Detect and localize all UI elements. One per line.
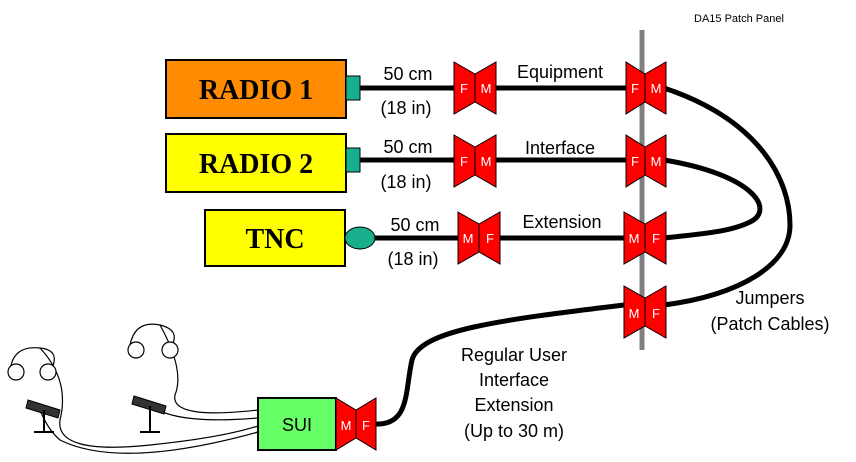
radio1-connector-pair: F M [453, 61, 497, 115]
svg-text:M: M [481, 81, 492, 96]
user-extension-line1: Regular User [461, 345, 567, 365]
jumper-cable-long [663, 85, 793, 308]
tnc-cable-length: 50 cm [390, 215, 439, 235]
svg-text:F: F [486, 231, 494, 246]
right-headset-earpiece-1 [127, 341, 145, 359]
sui-box [257, 397, 337, 451]
tnc-connector-pair: M F [457, 211, 501, 265]
svg-text:F: F [631, 81, 639, 96]
radio1-port [345, 75, 361, 101]
left-headset-earpiece-1 [7, 363, 25, 381]
sui-connector-pair: M F [335, 397, 377, 451]
radio2-port [345, 147, 361, 173]
svg-text:F: F [460, 81, 468, 96]
user-extension-line2: Interface [479, 370, 549, 390]
headset-wiring [9, 323, 259, 454]
tnc-cable-length-imperial: (18 in) [387, 249, 438, 269]
equipment-cable-name: Equipment [517, 62, 603, 82]
sui-label: SUI [282, 415, 312, 435]
panel-connector-row4: M F [623, 285, 667, 339]
radio1-cable-length: 50 cm [383, 64, 432, 84]
svg-text:M: M [463, 231, 474, 246]
svg-text:F: F [631, 154, 639, 169]
left-headset-earpiece-2 [39, 363, 57, 381]
svg-text:M: M [341, 418, 352, 433]
svg-text:F: F [652, 306, 660, 321]
right-headset-earpiece-2 [161, 341, 179, 359]
left-footswitch [25, 399, 61, 433]
radio2-label: RADIO 2 [199, 149, 313, 180]
right-footswitch [131, 395, 167, 433]
tnc-port [344, 226, 376, 250]
user-extension-line4: (Up to 30 m) [464, 421, 564, 441]
svg-text:M: M [629, 306, 640, 321]
radio2-box [165, 133, 347, 193]
patch-panel-title: DA15 Patch Panel [694, 13, 784, 25]
svg-text:F: F [460, 154, 468, 169]
user-extension-cable [375, 302, 625, 427]
radio2-connector-pair: F M [453, 134, 497, 188]
svg-text:M: M [651, 154, 662, 169]
panel-connector-row3: M F [623, 211, 667, 265]
radio2-cable-length-imperial: (18 in) [380, 172, 431, 192]
radio1-cable-length-imperial: (18 in) [380, 98, 431, 118]
svg-text:M: M [481, 154, 492, 169]
tnc-label: TNC [245, 224, 304, 255]
svg-text:F: F [652, 231, 660, 246]
svg-text:M: M [629, 231, 640, 246]
extension-cable-name: Extension [522, 212, 601, 232]
interface-cable-name: Interface [525, 138, 595, 158]
jumpers-sublabel: (Patch Cables) [710, 314, 829, 334]
user-extension-line3: Extension [474, 395, 553, 415]
jumper-cable-short [663, 157, 763, 241]
radio1-label: RADIO 1 [199, 75, 313, 106]
radio2-cable-length: 50 cm [383, 137, 432, 157]
svg-text:F: F [362, 418, 370, 433]
panel-connector-row1: F M [625, 61, 667, 115]
svg-text:M: M [651, 81, 662, 96]
radio1-box [165, 59, 347, 119]
jumpers-label: Jumpers [735, 288, 804, 308]
panel-connector-row2: F M [625, 134, 667, 188]
